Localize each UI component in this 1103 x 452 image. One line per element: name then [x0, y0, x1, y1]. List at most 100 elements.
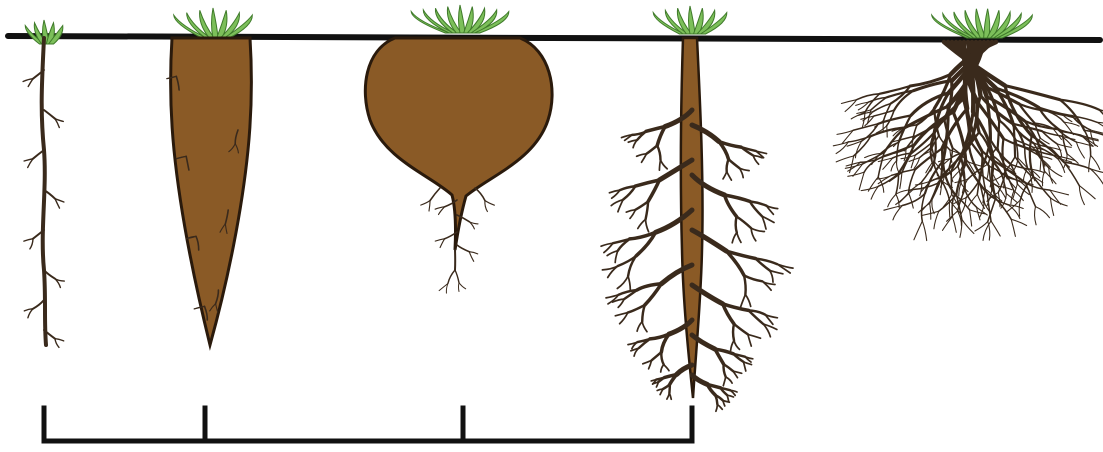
root-segment — [661, 365, 664, 372]
carrot-leaves — [174, 8, 253, 38]
root-segment — [448, 270, 455, 284]
root-segment — [737, 233, 741, 243]
root-segment — [737, 217, 752, 229]
root-segment — [751, 228, 764, 231]
root-segment — [902, 193, 925, 205]
root-segment — [891, 161, 897, 171]
root-segment — [1091, 155, 1100, 169]
root-segment — [726, 377, 732, 383]
bracket-line — [44, 408, 692, 441]
root-segment — [636, 202, 649, 210]
root-segment — [859, 172, 864, 190]
root-segment — [727, 172, 732, 181]
root-segment — [888, 194, 896, 207]
fibrous-leaves — [932, 9, 1033, 38]
root-segment — [455, 270, 459, 283]
root-segment — [715, 395, 717, 405]
root-segment — [469, 252, 473, 262]
root-segment — [952, 216, 956, 232]
root-segment — [1042, 171, 1044, 186]
root-segment — [1014, 158, 1018, 170]
root-segment — [55, 339, 59, 348]
root-segment — [1019, 200, 1020, 216]
leaf-blade — [212, 8, 219, 38]
root-segment — [646, 219, 649, 232]
root-segment — [731, 341, 734, 351]
root-segment — [1005, 86, 1060, 100]
root-segment — [943, 216, 953, 230]
root-segment — [459, 283, 466, 289]
root-segment — [651, 380, 656, 381]
root-segment — [991, 221, 1000, 236]
root-segment — [1064, 162, 1079, 185]
root-segment — [896, 194, 899, 208]
root-segment — [1051, 198, 1054, 216]
root-segment — [874, 110, 894, 116]
root-segment — [917, 108, 934, 124]
root-segment — [909, 193, 914, 208]
root-segment — [664, 365, 669, 371]
root-segment — [734, 341, 740, 350]
root-segment — [615, 251, 618, 263]
root-segment — [459, 283, 460, 292]
root-segment — [44, 110, 55, 119]
root-segment — [733, 324, 734, 341]
root-segment — [652, 352, 662, 360]
root-segment — [661, 160, 668, 169]
beet-root-body — [365, 38, 552, 250]
root-segment — [911, 155, 915, 168]
root-segment — [1097, 122, 1103, 132]
root-segment — [475, 188, 485, 201]
root-segment — [734, 324, 748, 335]
root-segment — [732, 233, 737, 243]
root-segment — [897, 161, 900, 173]
root-segment — [33, 300, 44, 309]
root-segment — [963, 99, 969, 141]
root-segment — [667, 393, 670, 399]
carrot-root-body — [171, 38, 252, 345]
root-segment — [970, 210, 972, 226]
root-segment — [922, 221, 926, 241]
root-segment — [642, 322, 647, 332]
branched-taproot-plant — [601, 6, 793, 411]
root-segment — [1099, 110, 1103, 132]
root-segment — [932, 199, 934, 214]
root-segment — [1011, 219, 1026, 225]
fibrous-root-mass — [833, 42, 1103, 241]
root-segment — [748, 334, 751, 346]
root-segment — [836, 156, 853, 162]
root-segment — [744, 276, 762, 282]
root-segment — [638, 219, 646, 228]
root-segment — [745, 295, 750, 307]
root-segment — [1014, 126, 1015, 157]
root-segment — [1040, 159, 1041, 171]
root-segment — [1036, 207, 1050, 218]
root-segment — [469, 252, 477, 254]
fibrous-root-plant — [833, 9, 1103, 241]
root-segment — [1011, 219, 1015, 236]
root-segment — [647, 146, 658, 154]
root-segment — [55, 339, 64, 341]
root-segment — [748, 334, 761, 338]
leaf-blade — [689, 6, 696, 34]
root-segment — [914, 221, 922, 240]
thin-taproot-plant — [23, 20, 64, 347]
root-segment — [744, 276, 746, 295]
root-segment — [24, 239, 33, 241]
root-segment — [727, 159, 729, 171]
root-segment — [1049, 168, 1062, 177]
conical-taproot-plant — [167, 8, 253, 345]
root-segment — [661, 352, 663, 365]
root-segment — [900, 173, 902, 189]
leaf-blade — [459, 5, 466, 33]
root-segment — [628, 276, 630, 290]
root-segment — [879, 173, 899, 186]
root-segment — [659, 160, 660, 170]
root-segment — [934, 132, 936, 163]
root-segment — [741, 295, 746, 308]
taproot-group-bracket — [44, 408, 692, 441]
root-segment — [485, 201, 495, 206]
beet-leaves — [411, 5, 509, 33]
